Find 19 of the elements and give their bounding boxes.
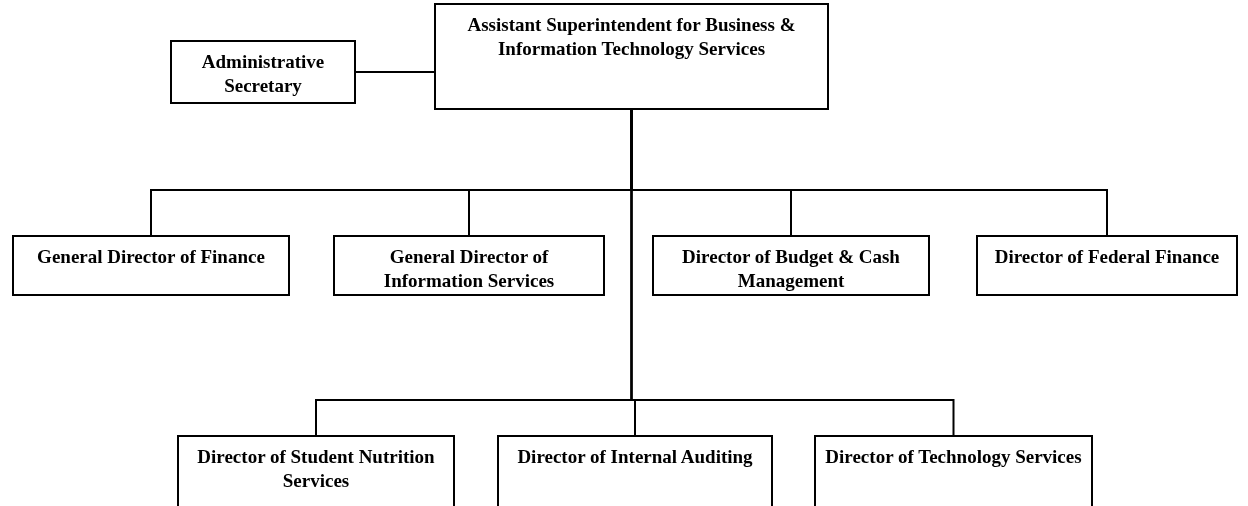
position-box	[434, 3, 829, 110]
position-box	[976, 235, 1238, 296]
position-title: Director of Technology Services	[824, 445, 1083, 469]
position-box	[170, 40, 356, 104]
position-title: Director of Federal Finance	[993, 245, 1221, 269]
position-box	[177, 435, 455, 506]
position-title: Director of Student Nutrition Services	[196, 445, 436, 493]
position-box	[814, 435, 1093, 506]
position-title: General Director of Information Services	[382, 245, 556, 293]
position-title: Administrative Secretary	[200, 50, 326, 98]
position-title: Assistant Superintendent for Business & Information Technology Services	[466, 13, 797, 61]
position-box	[652, 235, 930, 296]
position-box	[497, 435, 773, 506]
connector-line	[355, 71, 435, 73]
position-box	[333, 235, 605, 296]
position-title: Director of Internal Auditing	[516, 445, 754, 469]
position-title: Director of Budget & Cash Management	[681, 245, 901, 293]
position-title: General Director of Finance	[36, 245, 266, 269]
position-box	[12, 235, 290, 296]
